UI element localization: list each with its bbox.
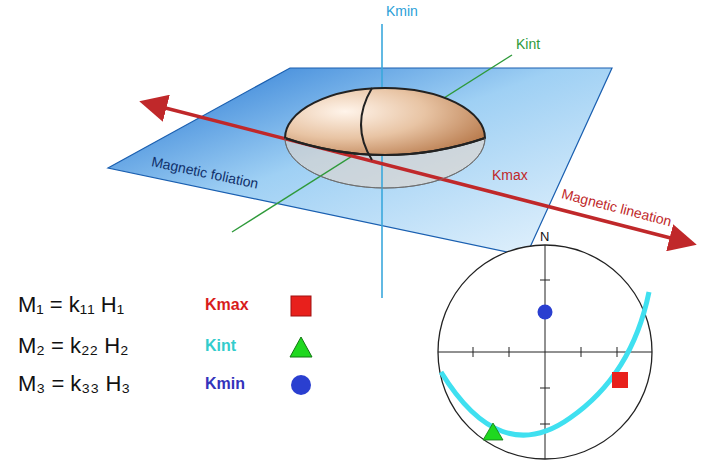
legend-text: Kint bbox=[205, 337, 236, 355]
kint-axis bbox=[232, 55, 512, 232]
stereonet-axis bbox=[545, 245, 546, 459]
legend-text: Kmin bbox=[205, 375, 245, 393]
legend-symbol bbox=[288, 335, 314, 359]
stereonet bbox=[438, 245, 652, 459]
ellipsoid-equator bbox=[285, 138, 485, 155]
axis-label: Kmin bbox=[386, 3, 418, 19]
legend-symbol bbox=[288, 294, 314, 318]
north-label: N bbox=[540, 230, 549, 245]
foliation-plane bbox=[108, 68, 612, 256]
legend-text: Kmax bbox=[205, 296, 249, 314]
equation: M₁ = k₁₁ H₁ bbox=[18, 292, 124, 317]
equation: M₃ = k₃₃ H₃ bbox=[18, 371, 130, 396]
axis-label: Kint bbox=[516, 36, 540, 52]
kint-pole bbox=[483, 423, 503, 440]
ellipsoid-upper bbox=[285, 88, 485, 155]
stereonet-ticks bbox=[473, 280, 617, 424]
kmin-pole bbox=[538, 305, 553, 320]
great-circle bbox=[441, 292, 649, 435]
axis-label: Kmax bbox=[492, 167, 528, 183]
ellipsoid-meridian bbox=[361, 88, 372, 160]
kmax-pole bbox=[612, 372, 628, 388]
equation: M₂ = k₂₂ H₂ bbox=[18, 333, 129, 358]
ellipsoid-outline bbox=[285, 138, 485, 188]
kmin-axis bbox=[381, 24, 383, 298]
legend-symbol bbox=[288, 373, 314, 397]
